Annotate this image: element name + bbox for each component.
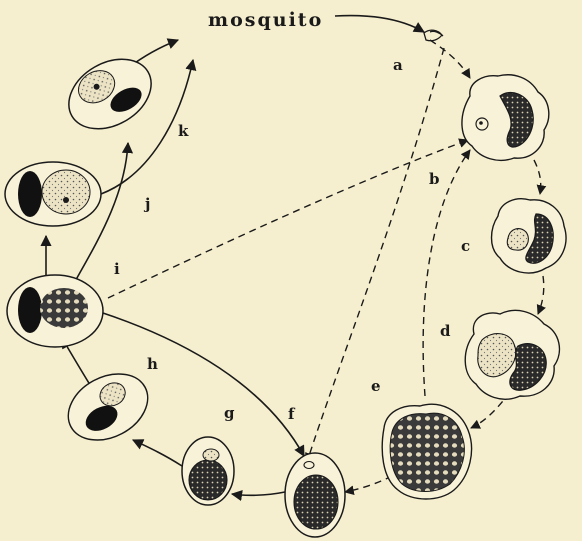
label-k: k [178, 122, 189, 140]
stage-c-cell [492, 199, 566, 273]
arrow-i-to-b [108, 140, 468, 298]
arrow-g-to-h [133, 440, 182, 466]
stage-labels: a b c d e f g h i j k [114, 56, 470, 423]
label-j: j [143, 195, 150, 213]
arrow-b-to-c [534, 160, 541, 194]
stage-f-cell [285, 453, 345, 537]
stage-j-cell [5, 162, 101, 226]
mosquito-title: mosquito [208, 9, 323, 31]
label-d: d [440, 322, 451, 340]
arrow-e-to-f [345, 476, 392, 492]
arrow-mosquito-to-a [335, 16, 424, 32]
arrow-f-to-g [232, 492, 285, 495]
label-i: i [114, 260, 120, 278]
label-c: c [461, 237, 470, 255]
label-a: a [393, 56, 403, 74]
stage-g-cell [182, 437, 234, 505]
stage-a-sporozoite [424, 30, 443, 41]
stage-d-cell [465, 310, 559, 399]
arrow-a-to-b [430, 40, 470, 78]
label-g: g [224, 404, 235, 422]
label-h: h [147, 355, 158, 373]
stage-b-cell [462, 75, 549, 161]
stage-k-cell [56, 45, 163, 143]
stage-h-cell [57, 361, 159, 453]
stage-e-schizont [382, 404, 471, 499]
stage-i-cell [7, 275, 103, 347]
arrow-c-to-d [538, 276, 544, 314]
label-b: b [429, 170, 440, 188]
arrow-a-to-f [307, 48, 444, 462]
label-e: e [371, 377, 381, 395]
label-f: f [288, 405, 296, 423]
